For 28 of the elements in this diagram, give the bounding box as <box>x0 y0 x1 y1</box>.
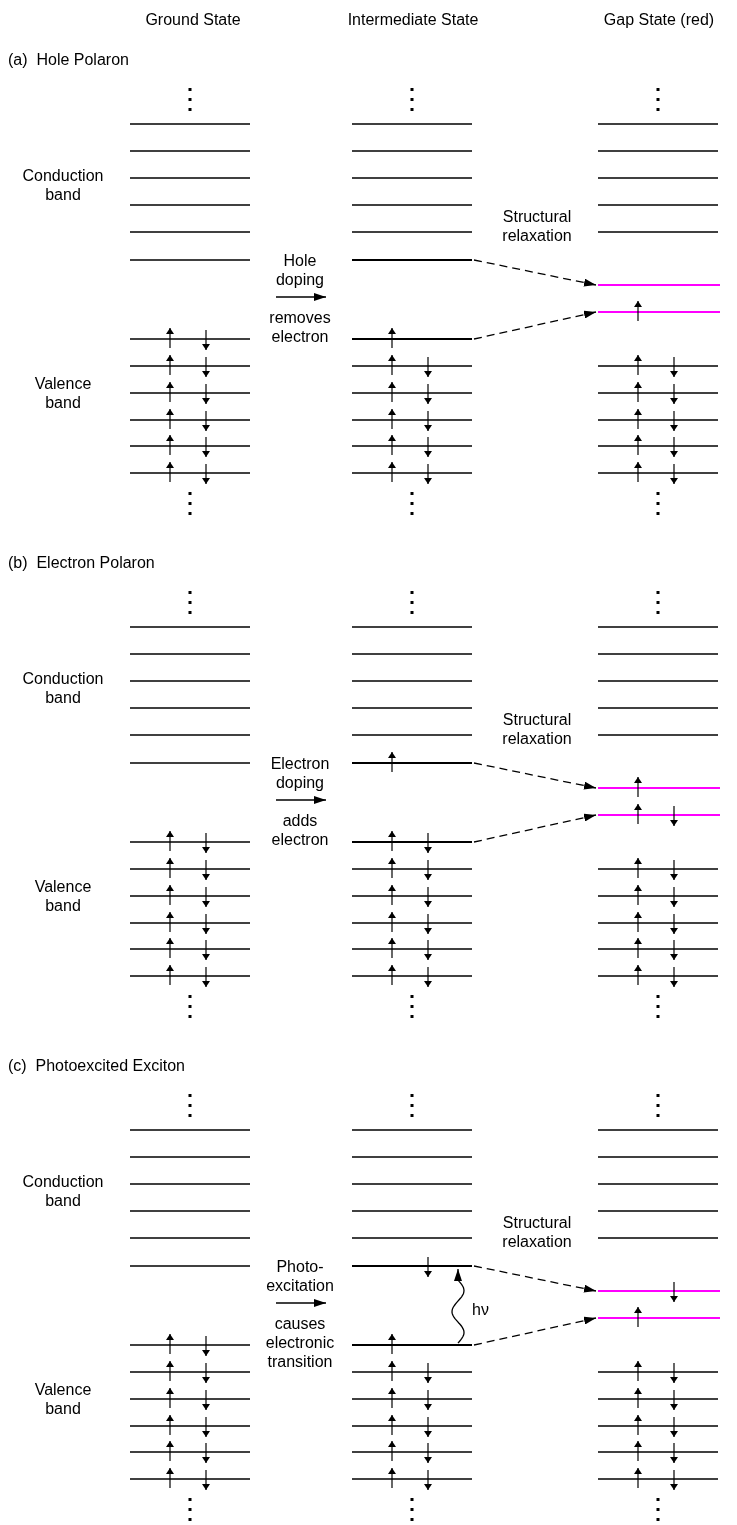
wavy-arrow <box>451 1268 465 1344</box>
process-label: Structural relaxation <box>501 1213 573 1251</box>
dashed-arrow <box>473 762 597 790</box>
process-label: Photo- excitation <box>265 1257 335 1295</box>
process-label: Structural relaxation <box>501 710 573 748</box>
dashed-arrow <box>473 310 597 340</box>
column-heading: Intermediate State <box>347 10 479 29</box>
process-label: causes electronic transition <box>264 1314 336 1371</box>
dashed-arrow <box>473 813 597 843</box>
band-label: Valence band <box>33 1380 93 1418</box>
dashed-arrow <box>473 259 597 287</box>
band-label: Conduction band <box>21 166 105 204</box>
band-label: Conduction band <box>21 1172 105 1210</box>
process-label: Structural relaxation <box>501 207 573 245</box>
process-label: Hole doping <box>274 251 325 289</box>
band-label: Valence band <box>33 374 93 412</box>
band-label: Conduction band <box>21 669 105 707</box>
panel-title: (b) Electron Polaron <box>8 553 155 572</box>
column-heading: Ground State <box>145 10 241 29</box>
process-label: adds electron <box>270 811 330 849</box>
process-label: removes electron <box>268 308 332 346</box>
dashed-arrow <box>473 1316 597 1346</box>
dashed-arrow <box>473 1265 597 1293</box>
band-label: Valence band <box>33 877 93 915</box>
column-heading: Gap State (red) <box>603 10 715 29</box>
panel-title: (a) Hole Polaron <box>8 50 129 69</box>
process-label: Electron doping <box>269 754 331 792</box>
panel-title: (c) Photoexcited Exciton <box>8 1056 185 1075</box>
